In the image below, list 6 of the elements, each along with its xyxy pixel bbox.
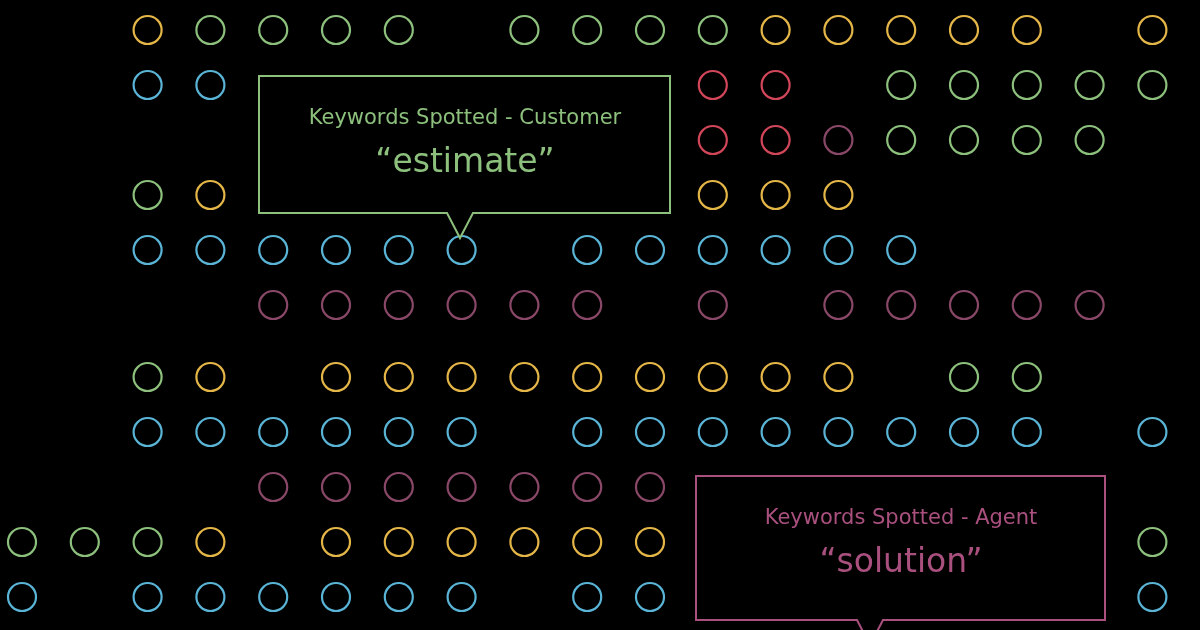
speech-bubble — [695, 475, 1107, 630]
keyword-text: “estimate” — [374, 141, 556, 180]
callout-heading: Keywords Spotted - Customer — [307, 105, 623, 129]
callout-heading: Keywords Spotted - Agent — [763, 505, 1039, 529]
keyword-text: “solution” — [818, 541, 984, 580]
speech-bubble — [258, 75, 672, 242]
